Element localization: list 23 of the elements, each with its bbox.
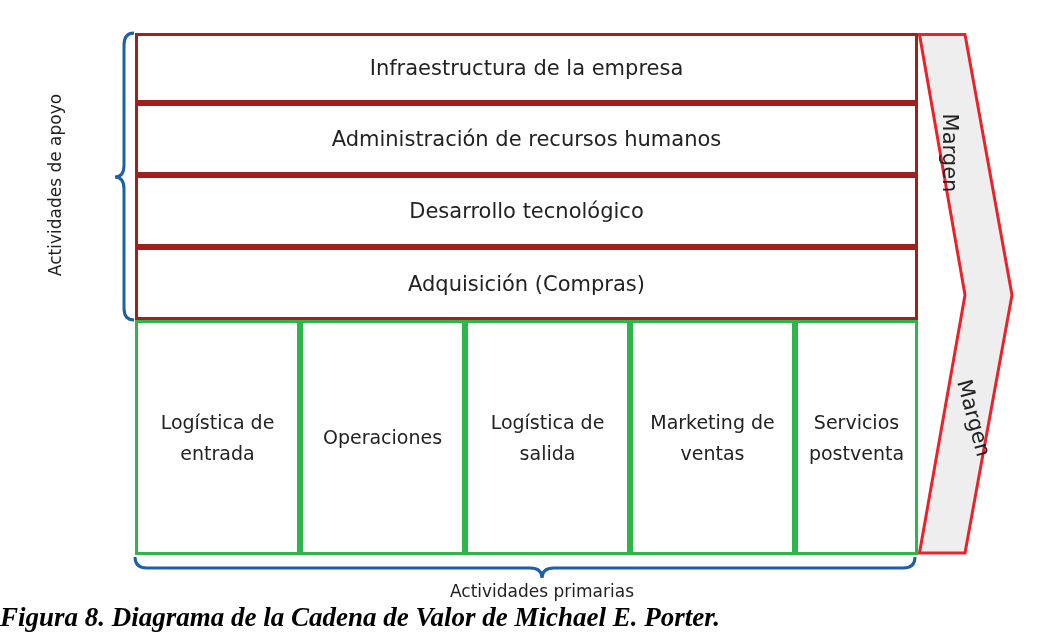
activity-label: Infraestructura de la empresa (369, 56, 684, 80)
activity-label: Administración de recursos humanos (331, 127, 722, 151)
activity-label: Marketing de ventas (649, 410, 776, 466)
primary-activity-box (630, 320, 795, 555)
primary-activity-box (795, 320, 918, 555)
support-activity-band (135, 247, 918, 320)
margin-label: Margen (938, 113, 962, 193)
support-activity-band (135, 175, 918, 247)
primary-activity-box (135, 320, 300, 555)
figure-caption: Figura 8. Diagrama de la Cadena de Valor de Michael E. Porter. (0, 602, 721, 633)
activity-label: Logística de salida (489, 410, 606, 466)
brace-label: Actividades primarias (450, 581, 634, 601)
primary-activity-box (300, 320, 465, 555)
support-activity-band (135, 33, 918, 103)
activity-label: Servicios postventa (807, 410, 906, 466)
activity-label: Desarrollo tecnológico (409, 199, 644, 223)
brace-label: Actividades de apoyo (45, 93, 65, 277)
primary-activity-box (465, 320, 630, 555)
activity-label: Operaciones (321, 425, 444, 451)
margin-label: Margen (952, 376, 996, 460)
support-activity-band (135, 103, 918, 175)
activity-label: Logística de entrada (159, 410, 276, 466)
activity-label: Adquisición (Compras) (408, 271, 645, 296)
